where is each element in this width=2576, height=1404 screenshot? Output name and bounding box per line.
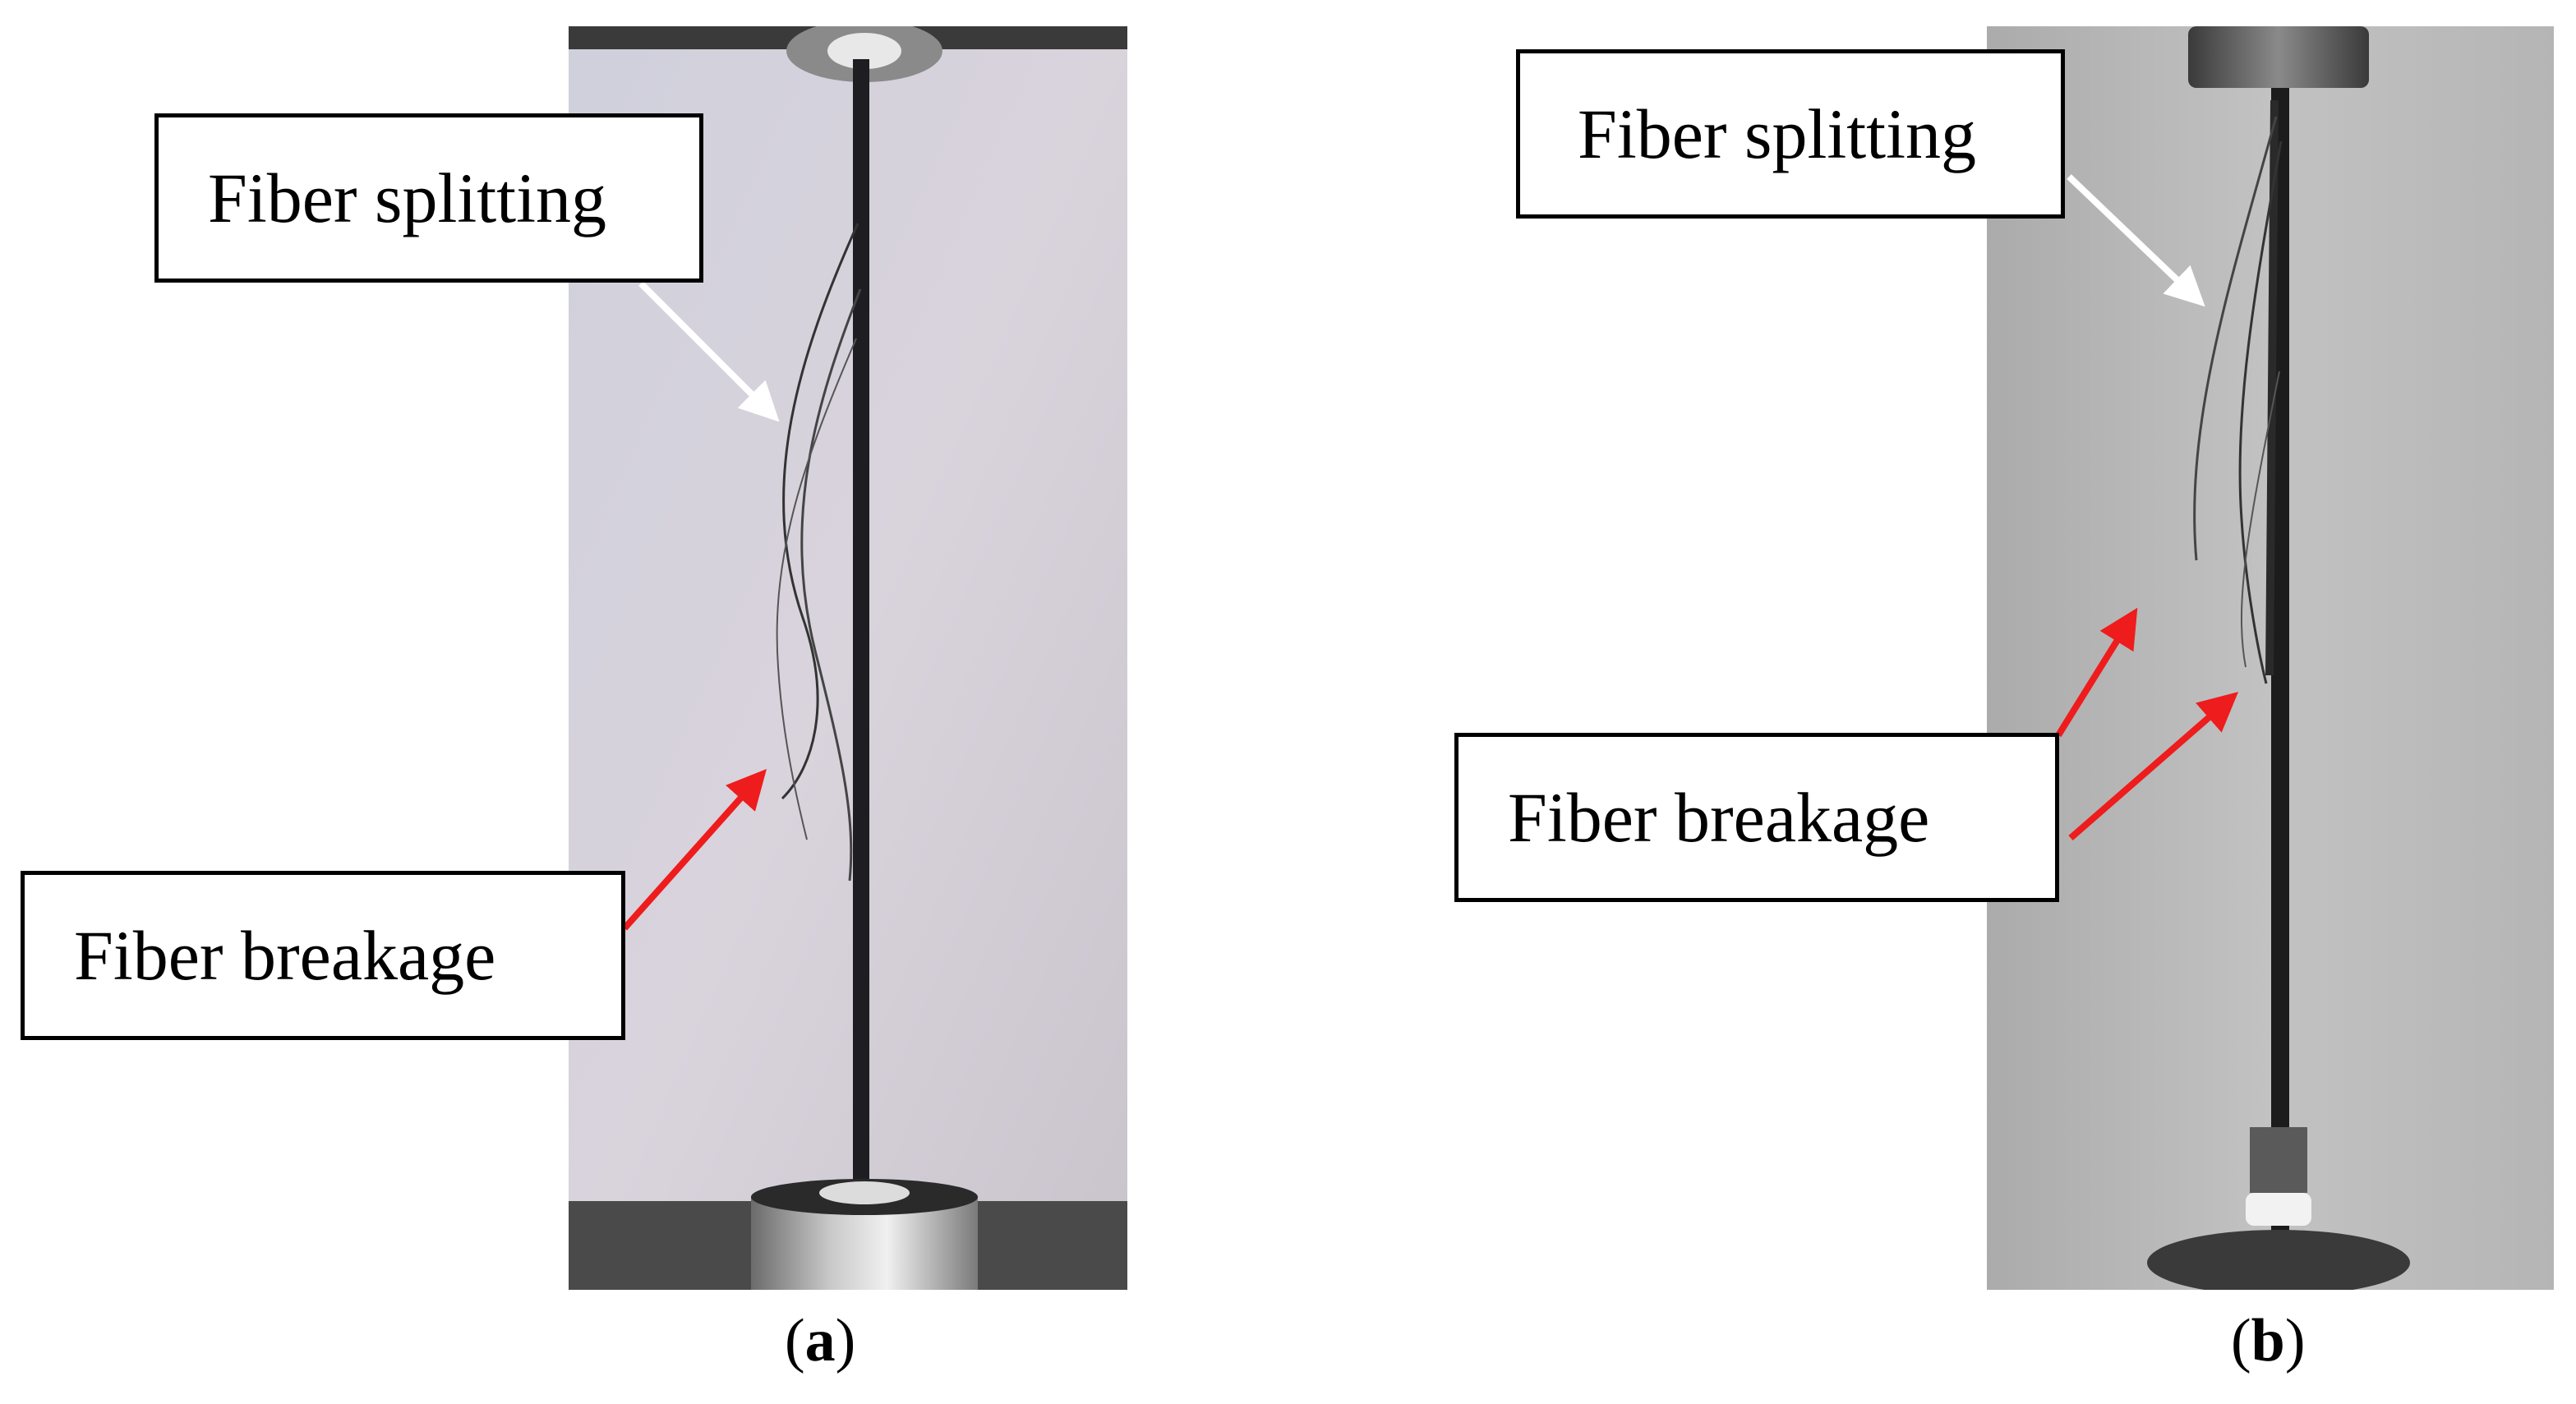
caption-b-open: (	[2231, 1307, 2251, 1374]
photo-b	[1987, 26, 2554, 1290]
split-fiber-a2	[800, 288, 862, 882]
breakage-arrow-b1	[2055, 607, 2138, 738]
caption-b: (b)	[2231, 1306, 2305, 1376]
split-fiber-b3	[2241, 371, 2280, 668]
splitting-arrow-a	[638, 281, 780, 422]
split-fiber-a3	[776, 338, 857, 840]
fiber-splitting-label-a: Fiber splitting	[154, 113, 703, 283]
caption-a: (a)	[785, 1306, 855, 1376]
split-fiber-a1	[781, 223, 859, 800]
photo-a	[569, 26, 1127, 1290]
split-fiber-b2	[2238, 140, 2283, 684]
caption-b-close: )	[2284, 1307, 2306, 1374]
fiber-breakage-label-b: Fiber breakage	[1454, 733, 2059, 902]
breakage-arrow-b2	[2068, 692, 2239, 841]
bottom-grip-b	[2147, 1230, 2410, 1290]
caption-b-letter: b	[2251, 1307, 2285, 1374]
caption-a-letter: a	[804, 1307, 836, 1374]
fiber-breakage-label-a: Fiber breakage	[21, 871, 625, 1040]
fiber-splitting-label-b: Fiber splitting	[1516, 49, 2065, 219]
specimen-rod-a	[853, 59, 869, 1193]
breakage-arrow-a	[622, 769, 767, 931]
top-grip-b	[2188, 26, 2369, 88]
splitting-arrow-b	[2067, 174, 2205, 307]
split-fiber-b1	[2193, 116, 2278, 561]
caption-a-open: (	[785, 1307, 805, 1374]
caption-a-close: )	[835, 1307, 856, 1374]
